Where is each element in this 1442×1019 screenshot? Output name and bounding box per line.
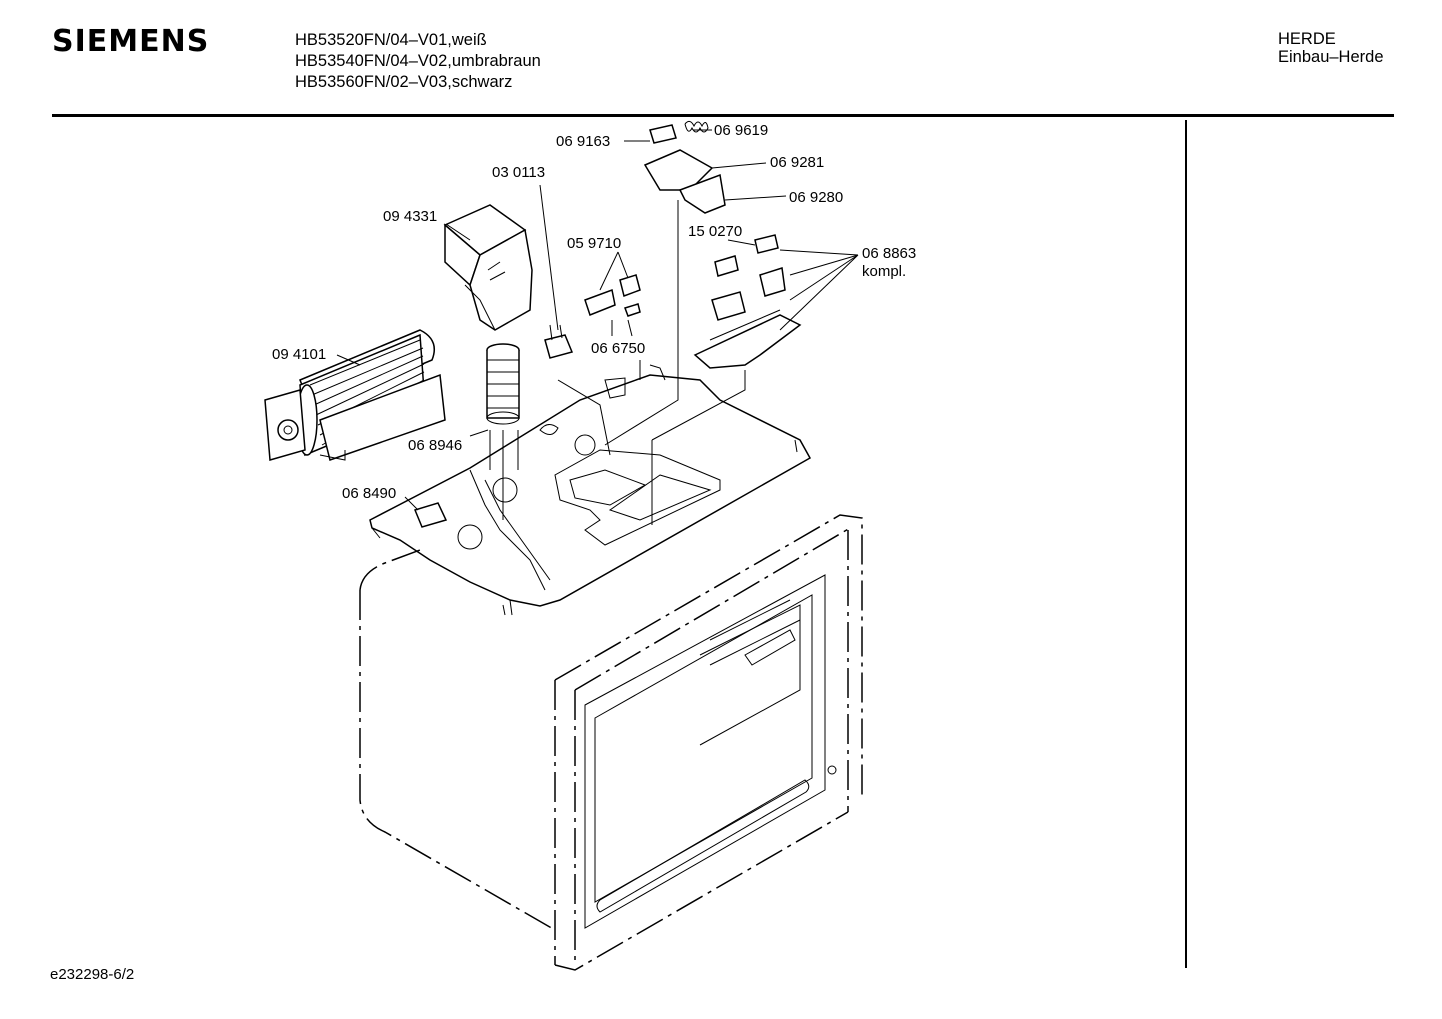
label-150270: 15 0270: [688, 223, 742, 240]
side-divider: [1185, 120, 1187, 968]
category-title: HERDE: [1278, 30, 1336, 48]
label-068946: 06 8946: [408, 437, 462, 454]
leader-lines: [336, 129, 859, 525]
model-line-1: HB53520FN/04–V01,weiß: [295, 31, 487, 49]
model-line-2: HB53540FN/04–V02,umbrabraun: [295, 52, 541, 70]
label-094101: 09 4101: [272, 346, 326, 363]
label-069280: 06 9280: [789, 189, 843, 206]
label-066750: 06 6750: [591, 340, 645, 357]
header-divider: [52, 114, 1394, 117]
category-subtitle: Einbau–Herde: [1278, 48, 1384, 66]
label-069619: 06 9619: [714, 122, 768, 139]
label-059710: 05 9710: [567, 235, 621, 252]
model-line-3: HB53560FN/02–V03,schwarz: [295, 73, 513, 91]
label-068863-note: kompl.: [862, 263, 906, 280]
label-068490: 06 8490: [342, 485, 396, 502]
top-plate: [369, 364, 812, 616]
label-068863: 06 8863: [862, 245, 916, 262]
label-069281: 06 9281: [770, 154, 824, 171]
switch-parts: [413, 120, 802, 528]
fan-hood: [443, 204, 533, 331]
label-030113: 03 0113: [492, 164, 545, 181]
oven-housing: [359, 514, 863, 971]
spacer-cylinder: [486, 343, 520, 470]
category-block: HERDE Einbau–Herde: [1278, 30, 1384, 66]
model-list: HB53520FN/04–V01,weiß HB53540FN/04–V02,u…: [295, 30, 541, 93]
label-069163: 06 9163: [556, 133, 610, 150]
document-id: e232298-6/2: [50, 966, 135, 983]
brand-logo: SIEMENS: [52, 24, 210, 59]
tangential-fan: [264, 329, 446, 461]
part-labels: 06 9163 06 9619 06 9281 03 0113 06 9280 …: [272, 122, 916, 502]
label-094331: 09 4331: [383, 208, 437, 225]
